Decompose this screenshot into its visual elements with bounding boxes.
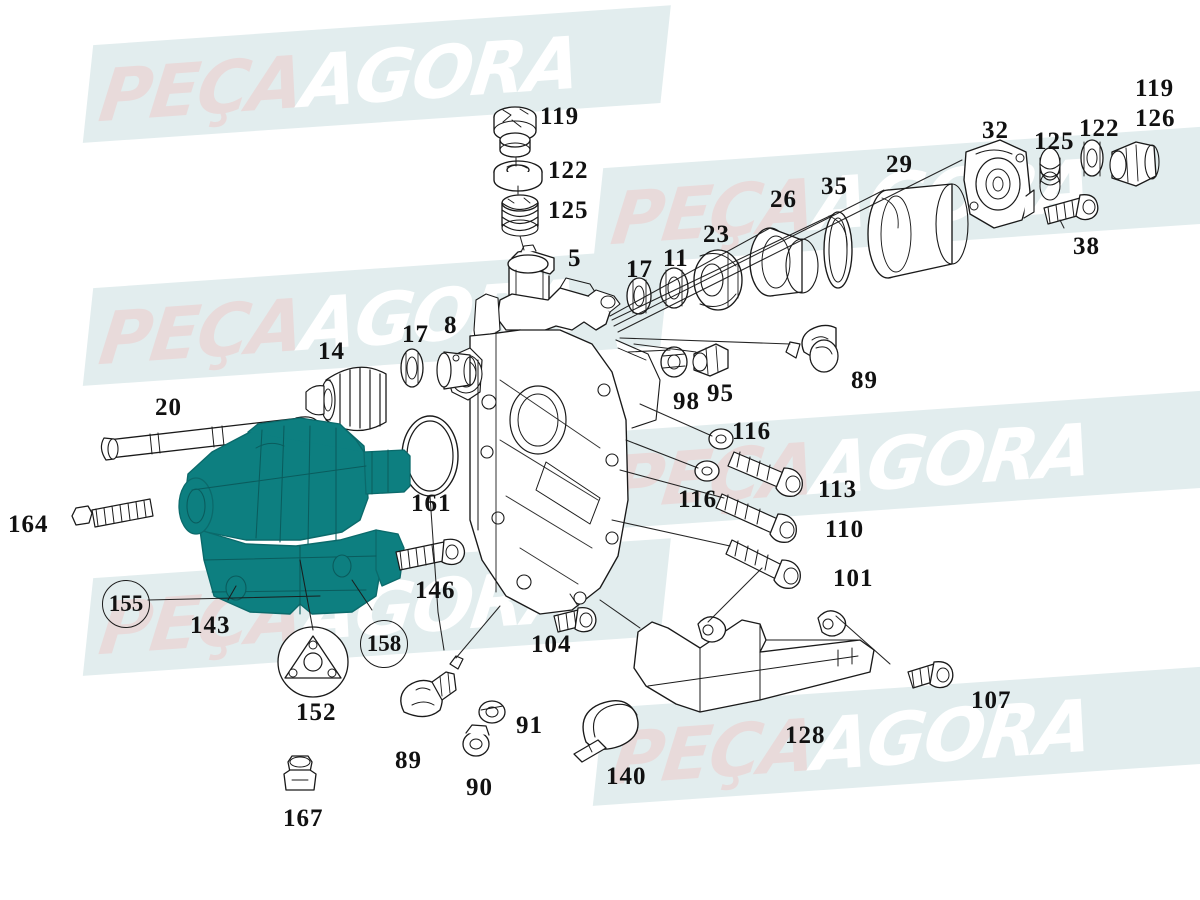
part-116-washer-a [708, 428, 734, 450]
part-label-155-circled: 155 [102, 580, 150, 628]
part-label-167: 167 [283, 805, 324, 832]
part-label-116-b: 116 [678, 486, 718, 513]
part-128-bracket [633, 610, 875, 713]
part-label-158-circled: 158 [360, 620, 408, 668]
part-23-pulley [693, 249, 743, 311]
part-140-cable-tie [573, 700, 639, 763]
part-label-161: 161 [411, 490, 452, 517]
part-label-14: 14 [318, 338, 345, 365]
part-label-101: 101 [833, 565, 874, 592]
part-label-20: 20 [155, 394, 182, 421]
part-164-stud [71, 498, 154, 528]
part-label-23: 23 [703, 221, 730, 248]
part-label-89-upper: 89 [851, 367, 878, 394]
part-91-nut [478, 700, 506, 724]
main-housing-assembly [445, 277, 661, 615]
part-29-filter-body [867, 183, 969, 279]
part-label-35: 35 [821, 173, 848, 200]
part-label-90: 90 [466, 774, 493, 801]
part-label-122: 122 [548, 157, 589, 184]
part-167-plug [283, 755, 317, 791]
part-11-ring [659, 267, 689, 309]
part-label-119-right: 119 [1135, 75, 1175, 102]
part-label-91: 91 [516, 712, 543, 739]
part-label-116-a: 116 [732, 418, 772, 445]
part-125-top [501, 194, 539, 237]
part-label-95: 95 [707, 380, 734, 407]
part-152-flange [277, 626, 349, 698]
part-107-bolt [907, 661, 954, 689]
part-90-screw [462, 724, 490, 757]
part-35-ring [823, 211, 853, 289]
part-119-126-bolt-right [1109, 141, 1160, 187]
part-label-152: 152 [296, 699, 337, 726]
part-label-140: 140 [606, 763, 647, 790]
part-label-119: 119 [540, 103, 580, 130]
part-32-housing-cap [963, 139, 1035, 229]
part-label-11: 11 [663, 245, 689, 272]
part-label-5: 5 [568, 245, 582, 272]
part-8-bushing [436, 351, 477, 390]
part-125-spring-right [1039, 147, 1061, 201]
part-label-110: 110 [825, 516, 865, 543]
part-label-143: 143 [190, 612, 231, 639]
part-label-113: 113 [818, 476, 858, 503]
part-label-107: 107 [971, 687, 1012, 714]
part-label-164: 164 [8, 511, 49, 538]
part-label-32: 32 [982, 117, 1009, 144]
part-label-98: 98 [673, 388, 700, 415]
part-label-125: 125 [548, 197, 589, 224]
part-116-washer-b [694, 460, 720, 482]
part-label-125-right: 125 [1034, 128, 1075, 155]
part-110-bolt [715, 493, 797, 543]
part-89-sensor-upper [785, 324, 839, 373]
part-label-29: 29 [886, 151, 913, 178]
part-143-pump-body-highlighted [178, 417, 411, 615]
part-89-sensor-bottom [400, 655, 464, 718]
part-label-128: 128 [785, 722, 826, 749]
part-label-8: 8 [444, 312, 458, 339]
part-146-bolt [395, 538, 466, 571]
part-101-bolt [725, 539, 801, 589]
part-label-26: 26 [770, 186, 797, 213]
part-98-ring [660, 346, 688, 378]
part-38-bolt [1043, 194, 1099, 225]
part-17-bushing-center [400, 348, 424, 388]
part-label-17: 17 [626, 256, 653, 283]
part-113-bolt [727, 451, 803, 497]
part-label-122-right: 122 [1079, 115, 1120, 142]
part-label-89-bottom: 89 [395, 747, 422, 774]
part-122-washer-right [1080, 139, 1104, 177]
part-label-38: 38 [1073, 233, 1100, 260]
part-122-top [493, 160, 543, 192]
part-label-146: 146 [415, 577, 456, 604]
part-119-top [493, 106, 537, 158]
part-95-plug [692, 343, 729, 377]
part-label-17-center: 17 [402, 321, 429, 348]
part-label-126: 126 [1135, 105, 1176, 132]
part-label-104: 104 [531, 631, 572, 658]
